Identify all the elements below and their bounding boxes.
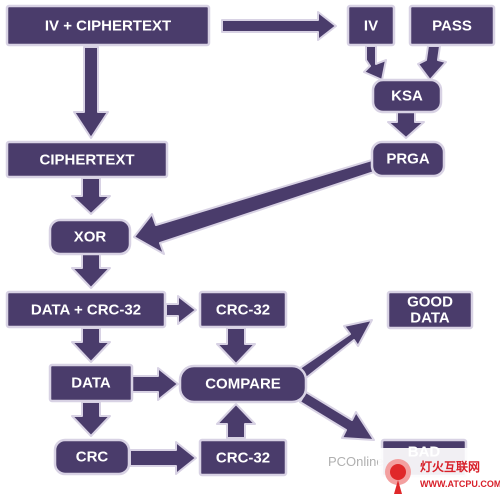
arrow-pass-to-ksa	[417, 45, 447, 81]
node-label-data: DATA	[71, 375, 111, 392]
arrow-crc32top-to-compare	[216, 327, 256, 365]
watermark: PCOnline 灯火互联网 WWW.ATCPU.COM	[328, 448, 500, 500]
node-crc32-top: CRC-32	[198, 290, 288, 329]
arrow-ciphertext-to-xor	[71, 177, 111, 215]
watermark-flame-icon	[385, 459, 411, 494]
arrow-xor-to-datacrc	[71, 253, 111, 289]
node-label-crc32-top: CRC-32	[216, 302, 270, 319]
node-label-good: GOOD	[407, 294, 453, 311]
node-prga: PRGA	[370, 140, 446, 178]
node-label-crc32-bottom: CRC-32	[216, 450, 270, 467]
node-compare: COMPARE	[178, 364, 308, 404]
arrow-datacrc-to-data	[71, 327, 111, 363]
arrow-iv-to-ksa	[363, 45, 387, 81]
node-label-iv: IV	[364, 18, 378, 35]
arrow-prga-to-xor	[133, 159, 378, 255]
node-crc: CRC	[53, 438, 131, 476]
arrow-ivciphertext-to-ciphertext	[73, 46, 109, 139]
arrow-compare-to-gooddata	[299, 319, 373, 379]
arrow-data-to-crc	[71, 401, 111, 437]
node-label-ciphertext: CIPHERTEXT	[39, 152, 134, 169]
node-ciphertext: CIPHERTEXT	[5, 140, 169, 179]
arrow-compare-to-bad	[299, 391, 375, 441]
node-label-iv-ciphertext: IV + CIPHERTEXT	[45, 18, 171, 35]
node-data-crc32: DATA + CRC-32	[5, 290, 167, 329]
node-pass: PASS	[408, 4, 496, 47]
node-label-ksa: KSA	[391, 88, 423, 105]
node-label-pass: PASS	[432, 18, 472, 35]
watermark-brand: PCOnline	[328, 454, 384, 469]
arrow-crc-to-crc32bottom	[129, 441, 197, 475]
node-label-data-crc32: DATA + CRC-32	[31, 302, 141, 319]
node-crc32-bottom: CRC-32	[198, 438, 288, 477]
node-label-prga: PRGA	[386, 151, 430, 168]
arrow-crc32bottom-to-compare	[216, 403, 256, 439]
node-xor: XOR	[48, 218, 132, 256]
watermark-site-cn: 灯火互联网	[420, 459, 480, 474]
watermark-site-url: WWW.ATCPU.COM	[420, 479, 500, 489]
node-iv-ciphertext: IV + CIPHERTEXT	[5, 4, 211, 47]
node-iv: IV	[346, 4, 396, 47]
node-label-crc: CRC	[76, 449, 109, 466]
node-label-good-data: DATA	[410, 310, 450, 327]
node-good-data: GOOD DATA	[386, 290, 474, 330]
arrow-data-to-compare	[127, 367, 179, 401]
node-data: DATA	[48, 363, 134, 403]
node-ksa: KSA	[371, 78, 443, 114]
node-label-xor: XOR	[74, 229, 107, 246]
node-label-compare: COMPARE	[205, 376, 281, 393]
arrow-ksa-to-prga	[387, 111, 425, 139]
arrow-ivciphertext-to-iv	[221, 11, 337, 41]
arrow-datacrc-to-crc32top	[165, 295, 197, 325]
